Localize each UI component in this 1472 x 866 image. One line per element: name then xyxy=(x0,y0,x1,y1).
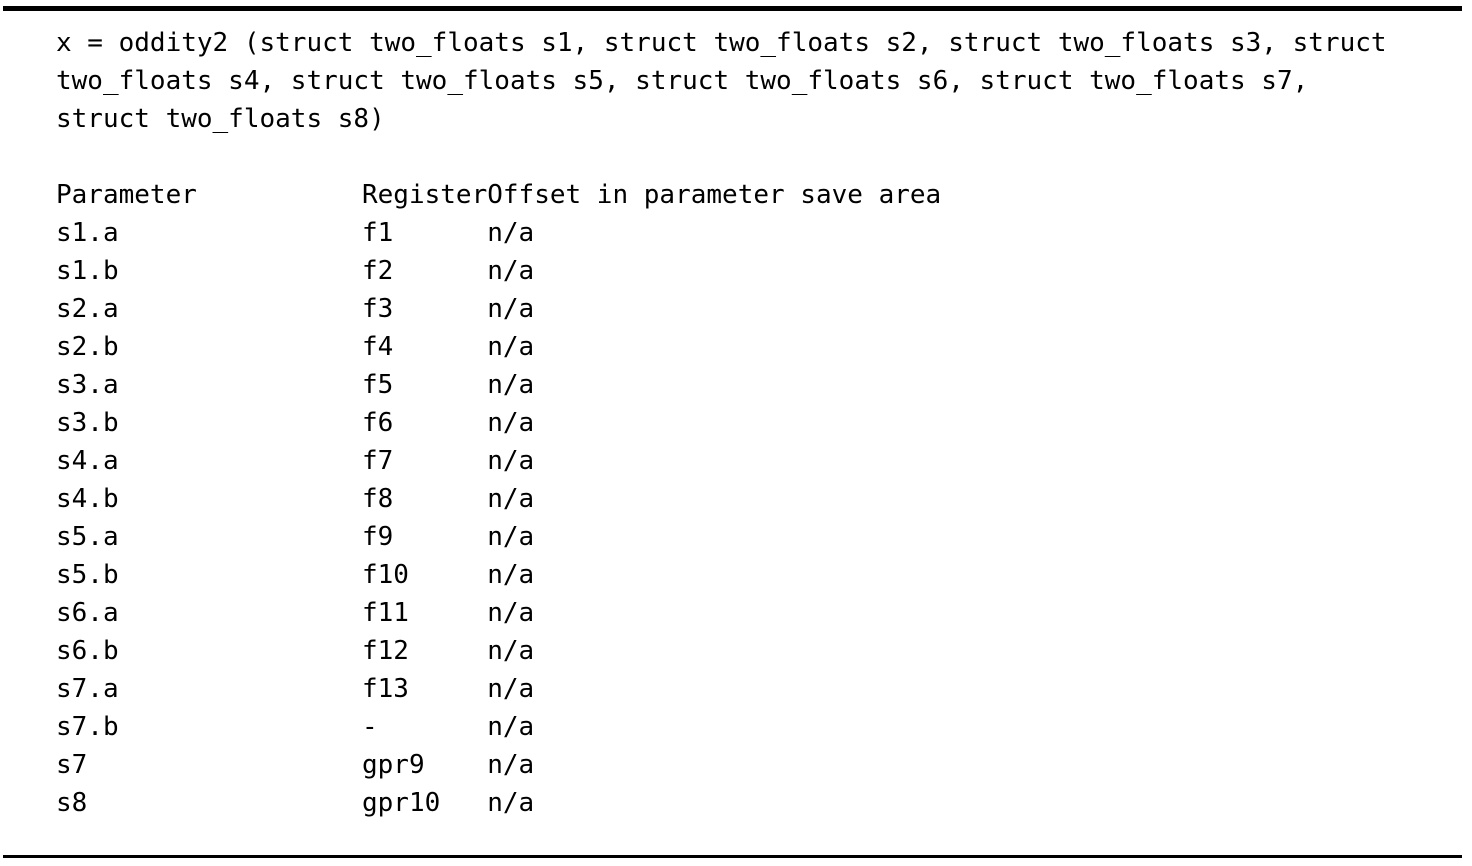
table-row: s1.b f2 n/a xyxy=(56,252,1187,290)
cell-parameter: s4.b xyxy=(56,484,119,514)
column-header-parameter: Parameter xyxy=(56,180,197,210)
cell-parameter: s2.b xyxy=(56,332,119,362)
column-header-register: Register xyxy=(362,180,488,210)
table-row: s1.a f1 n/a xyxy=(56,214,1187,252)
blank-line-spacer xyxy=(56,138,1456,176)
cell-register: f8 xyxy=(362,484,394,514)
document-content: x = oddity2 (struct two_floats s1, struc… xyxy=(56,24,1456,822)
cell-offset: n/a xyxy=(487,674,535,704)
cell-parameter: s6.a xyxy=(56,598,119,628)
table-header: Parameter Register Offset in parameter s… xyxy=(56,176,1187,214)
cell-parameter: s1.a xyxy=(56,218,119,248)
cell-offset: n/a xyxy=(487,408,535,438)
cell-register: f7 xyxy=(362,446,394,476)
cell-parameter: s7.a xyxy=(56,674,119,704)
cell-offset: n/a xyxy=(487,256,535,286)
bottom-horizontal-rule xyxy=(3,855,1462,858)
table-row: s5.b f10 n/a xyxy=(56,556,1187,594)
cell-register: f12 xyxy=(362,636,409,666)
cell-offset: n/a xyxy=(487,446,535,476)
cell-offset: n/a xyxy=(487,598,535,628)
cell-parameter: s2.a xyxy=(56,294,119,324)
table-row: s6.b f12 n/a xyxy=(56,632,1187,670)
cell-offset: n/a xyxy=(487,750,535,780)
cell-register: f6 xyxy=(362,408,394,438)
table-row: s2.a f3 n/a xyxy=(56,290,1187,328)
cell-parameter: s7 xyxy=(56,750,88,780)
cell-offset: n/a xyxy=(487,294,535,324)
table-row: s3.b f6 n/a xyxy=(56,404,1187,442)
cell-offset: n/a xyxy=(487,370,535,400)
cell-register: f10 xyxy=(362,560,409,590)
top-horizontal-rule xyxy=(3,6,1462,11)
table-row: s8 gpr10 n/a xyxy=(56,784,1187,822)
cell-parameter: s7.b xyxy=(56,712,119,742)
cell-offset: n/a xyxy=(487,484,535,514)
table-row: s2.b f4 n/a xyxy=(56,328,1187,366)
column-header-offset: Offset in parameter save area xyxy=(487,180,942,210)
table-row: s4.a f7 n/a xyxy=(56,442,1187,480)
cell-offset: n/a xyxy=(487,712,535,742)
cell-register: f11 xyxy=(362,598,409,628)
table-row: s7.a f13 n/a xyxy=(56,670,1187,708)
cell-offset: n/a xyxy=(487,332,535,362)
cell-register: f2 xyxy=(362,256,394,286)
cell-offset: n/a xyxy=(487,560,535,590)
cell-parameter: s5.a xyxy=(56,522,119,552)
cell-parameter: s1.b xyxy=(56,256,119,286)
cell-parameter: s3.b xyxy=(56,408,119,438)
cell-parameter: s8 xyxy=(56,788,88,818)
cell-offset: n/a xyxy=(487,788,535,818)
cell-register: gpr10 xyxy=(362,788,441,818)
table-row: s5.a f9 n/a xyxy=(56,518,1187,556)
cell-register: f9 xyxy=(362,522,394,552)
cell-register: f5 xyxy=(362,370,394,400)
cell-parameter: s3.a xyxy=(56,370,119,400)
table-row: s4.b f8 n/a xyxy=(56,480,1187,518)
cell-offset: n/a xyxy=(487,218,535,248)
table-row: s3.a f5 n/a xyxy=(56,366,1187,404)
parameter-register-table: Parameter Register Offset in parameter s… xyxy=(56,176,1187,822)
cell-register: f1 xyxy=(362,218,394,248)
table-row: s7.b - n/a xyxy=(56,708,1187,746)
cell-offset: n/a xyxy=(487,636,535,666)
cell-parameter: s4.a xyxy=(56,446,119,476)
cell-register: gpr9 xyxy=(362,750,425,780)
cell-register: f13 xyxy=(362,674,409,704)
cell-offset: n/a xyxy=(487,522,535,552)
function-signature: x = oddity2 (struct two_floats s1, struc… xyxy=(56,28,1403,134)
table-row: s7 gpr9 n/a xyxy=(56,746,1187,784)
table-row: s6.a f11 n/a xyxy=(56,594,1187,632)
cell-parameter: s6.b xyxy=(56,636,119,666)
cell-register: - xyxy=(362,712,378,742)
cell-register: f4 xyxy=(362,332,394,362)
cell-register: f3 xyxy=(362,294,394,324)
table-header-row: Parameter Register Offset in parameter s… xyxy=(56,176,1187,214)
cell-parameter: s5.b xyxy=(56,560,119,590)
